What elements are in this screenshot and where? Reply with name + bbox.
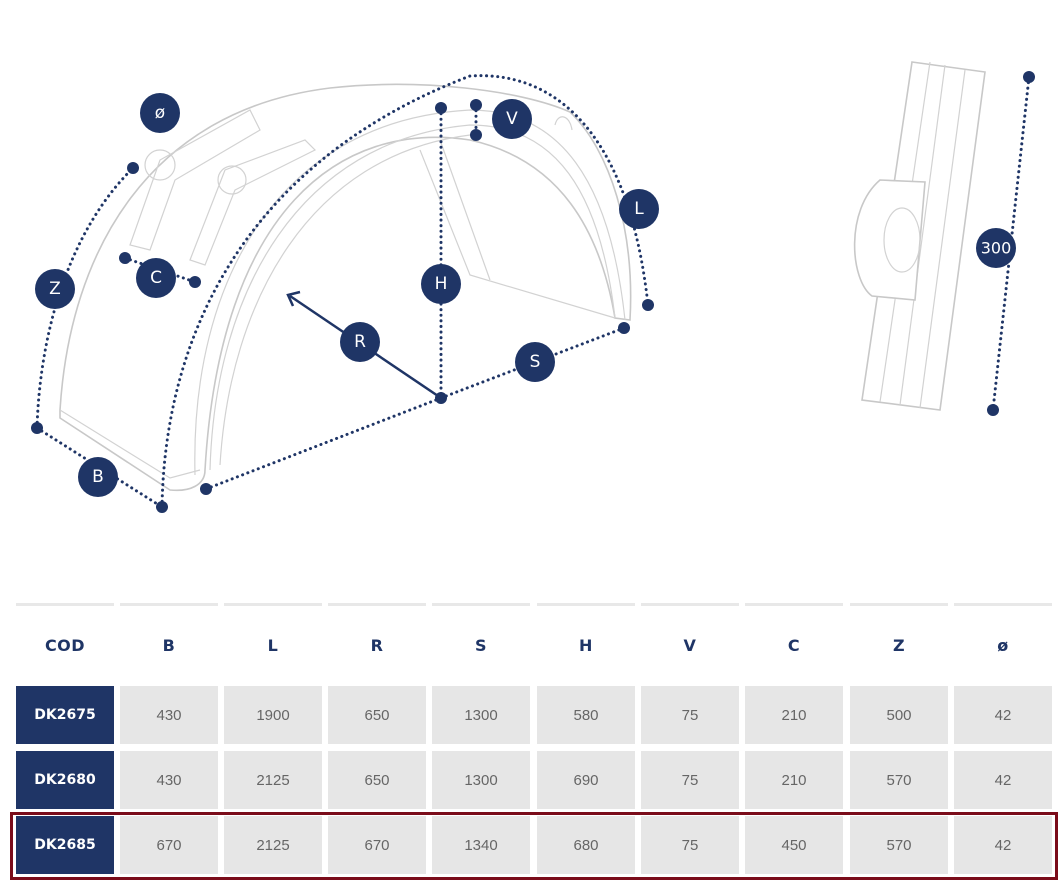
dimension-cell: 1300 <box>432 686 530 744</box>
column-header: COD <box>44 635 86 655</box>
dimension-cell: 1900 <box>224 686 322 744</box>
svg-text:ø: ø <box>155 103 165 123</box>
dimension-cell: 670 <box>120 816 218 874</box>
dimension-cell: 650 <box>328 751 426 809</box>
dimension-cell: 2125 <box>224 751 322 809</box>
dimension-cell: 580 <box>537 686 635 744</box>
column-header: B <box>162 635 176 655</box>
product-code-cell: DK2680 <box>16 751 114 809</box>
svg-text:R: R <box>354 332 366 352</box>
product-code-cell: DK2685 <box>16 816 114 874</box>
bracket-drawing <box>853 61 986 411</box>
dimension-cell: 75 <box>641 686 739 744</box>
dim-l <box>160 74 650 509</box>
svg-text:S: S <box>530 352 541 372</box>
header-rule <box>328 603 426 606</box>
dimension-cell: 450 <box>745 816 843 874</box>
header-rule <box>432 603 530 606</box>
badge-s: S <box>515 342 555 382</box>
product-code-cell: DK2675 <box>16 686 114 744</box>
svg-text:H: H <box>435 274 448 294</box>
dimension-cell: 680 <box>537 816 635 874</box>
fender-drawing <box>59 83 632 492</box>
dimension-cell: 570 <box>850 751 948 809</box>
dimension-cell: 210 <box>745 686 843 744</box>
dimension-cell: 1300 <box>432 751 530 809</box>
dimension-cell: 570 <box>850 816 948 874</box>
column-header: L <box>267 635 279 655</box>
dimension-cell: 430 <box>120 751 218 809</box>
header-rule <box>537 603 635 606</box>
badge-300: 300 <box>976 228 1016 268</box>
header-rule <box>745 603 843 606</box>
svg-text:Z: Z <box>49 279 61 299</box>
dim-c <box>123 256 197 284</box>
dimension-cell: 690 <box>537 751 635 809</box>
header-rule <box>954 603 1052 606</box>
svg-text:300: 300 <box>981 239 1012 258</box>
header-rule <box>224 603 322 606</box>
fender-dimension-diagram: ø V L Z C H R S B 300 <box>31 61 1035 513</box>
badge-c: C <box>136 258 176 298</box>
dimension-cell: 500 <box>850 686 948 744</box>
badge-v: V <box>492 99 532 139</box>
svg-text:B: B <box>92 467 104 487</box>
dimension-cell: 42 <box>954 816 1052 874</box>
badge-h: H <box>421 264 461 304</box>
badge-z: Z <box>35 269 75 309</box>
badge-diameter: ø <box>140 93 180 133</box>
dimension-cell: 210 <box>745 751 843 809</box>
dimension-cell: 650 <box>328 686 426 744</box>
column-header: ø <box>997 635 1009 655</box>
column-header: Z <box>892 635 906 655</box>
svg-text:C: C <box>150 268 162 288</box>
dimension-cell: 75 <box>641 816 739 874</box>
column-header: S <box>474 635 488 655</box>
dimension-cell: 2125 <box>224 816 322 874</box>
dim-s <box>204 326 626 491</box>
dimension-cell: 42 <box>954 751 1052 809</box>
dimension-cell: 1340 <box>432 816 530 874</box>
dimension-points <box>31 71 1035 513</box>
badge-l: L <box>619 189 659 229</box>
dimension-cell: 42 <box>954 686 1052 744</box>
dimension-cell: 75 <box>641 751 739 809</box>
header-rule <box>641 603 739 606</box>
badge-r: R <box>340 322 380 362</box>
column-header: R <box>370 635 384 655</box>
column-header: H <box>579 635 593 655</box>
header-rule <box>16 603 114 606</box>
svg-text:L: L <box>634 199 644 219</box>
svg-text:V: V <box>506 109 518 129</box>
header-rule <box>850 603 948 606</box>
column-header: V <box>683 635 697 655</box>
column-header: C <box>787 635 801 655</box>
dimension-cell: 430 <box>120 686 218 744</box>
dimension-cell: 670 <box>328 816 426 874</box>
badge-b: B <box>78 457 118 497</box>
header-rule <box>120 603 218 606</box>
